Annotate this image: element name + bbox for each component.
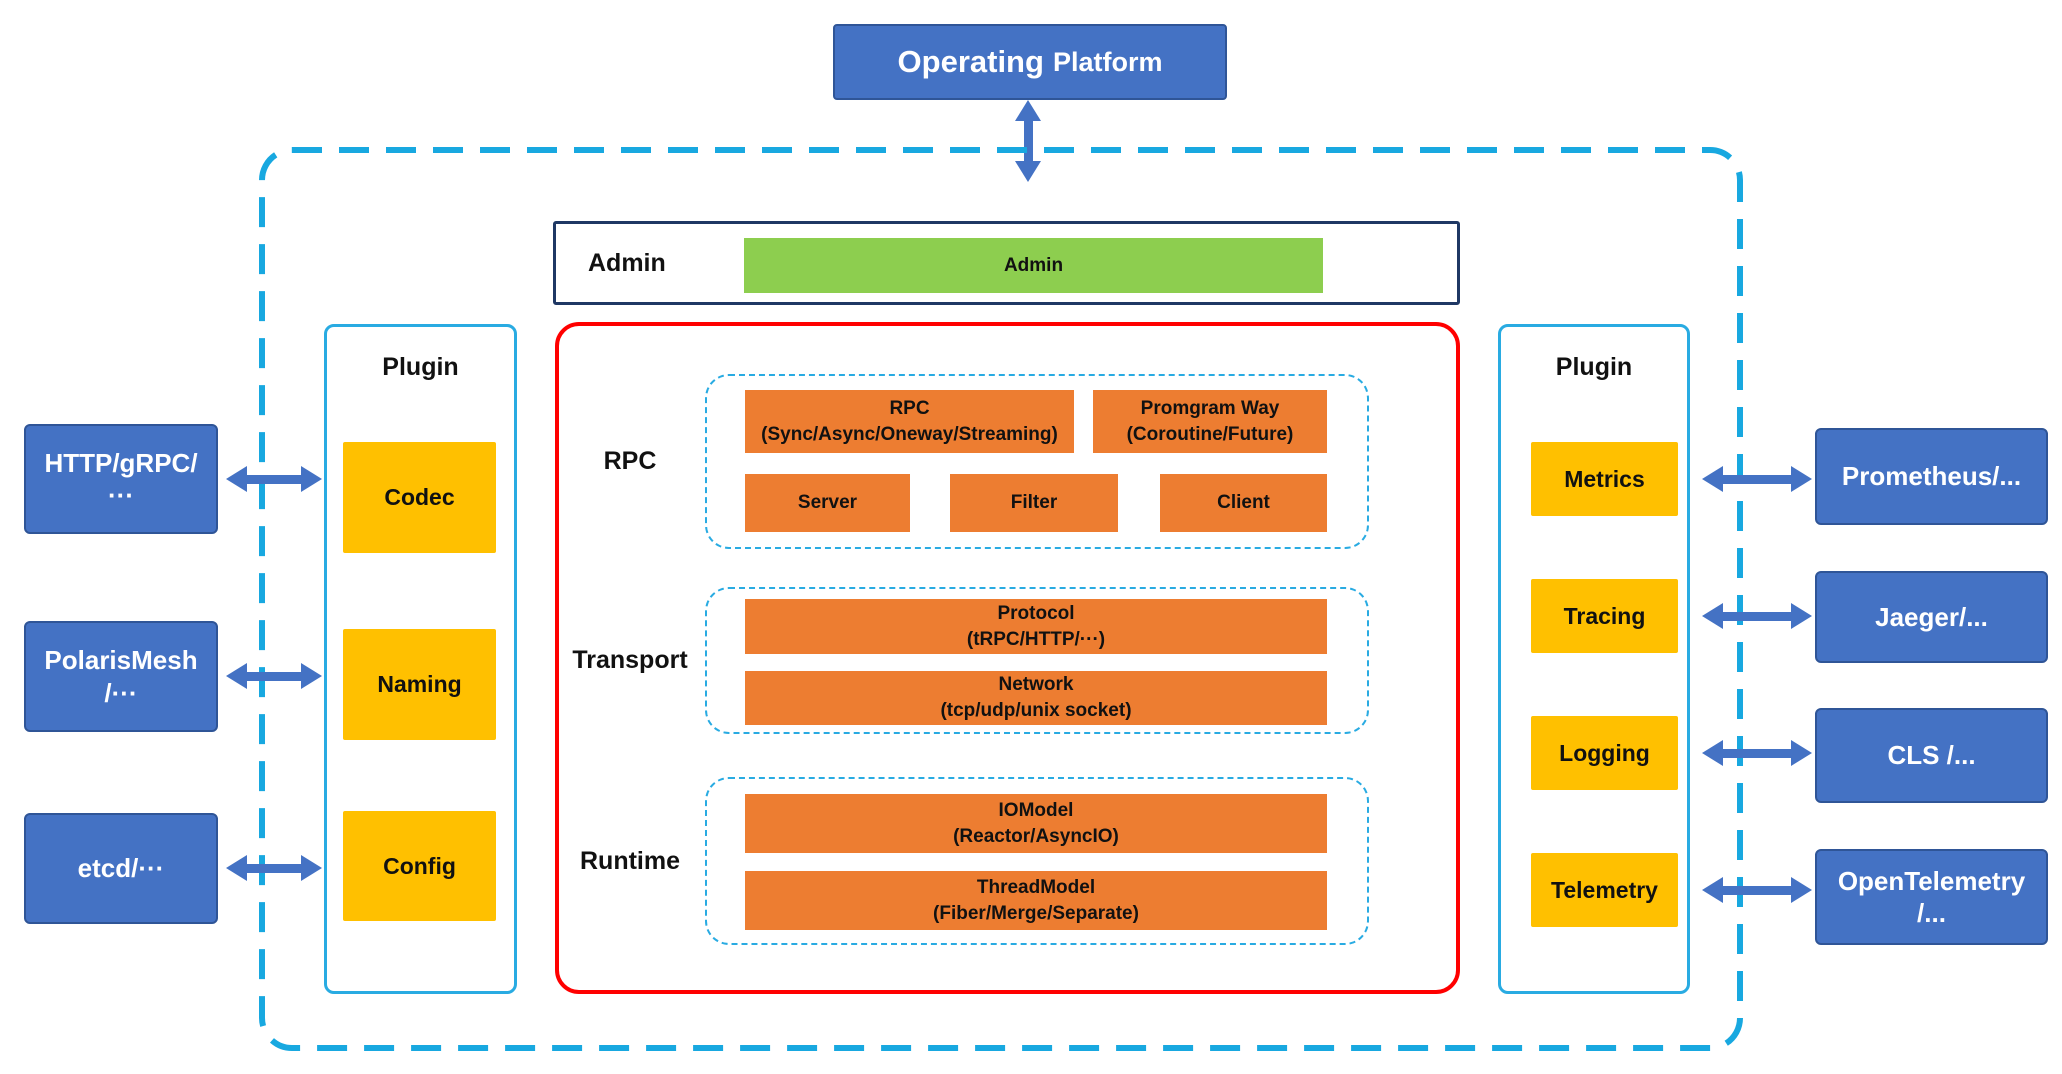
external-jaeger-line1: Jaeger/... [1875,601,1988,632]
arrow-right-icon [301,855,322,881]
operating-platform-box: Operating Platform [833,24,1227,100]
plugin-item-telemetry: Telemetry [1531,853,1678,927]
plugin-item-tracing: Tracing [1531,579,1678,653]
iomodel-title: IOModel [998,799,1074,821]
arrow-right-icon [301,663,322,689]
arrow-right-icon [1791,877,1812,903]
external-polarismesh-box: PolarisMesh /··· [24,621,218,732]
arrow-http-codec [226,464,322,494]
external-http-grpc-line2: ··· [108,480,134,510]
plugin-item-codec: Codec [343,442,496,553]
plugin-item-naming: Naming [343,629,496,740]
plugin-item-config: Config [343,811,496,921]
external-polarismesh-line2: /··· [104,677,138,708]
rpc-modes-subtitle: (Sync/Async/Oneway/Streaming) [761,423,1058,445]
arrow-left-icon [226,663,247,689]
protocol-subtitle: (tRPC/HTTP/···) [966,628,1106,650]
external-cls-line1: CLS /... [1887,740,1976,771]
admin-green-bar: Admin [744,238,1323,293]
arrow-up-icon [1015,100,1041,121]
operating-platform-arrow [1013,100,1043,182]
rpc-modes-title: RPC [889,397,930,419]
arrow-etcd-config [226,853,322,883]
external-etcd-line1: etcd/··· [77,853,165,884]
admin-section: Admin Admin [553,221,1460,305]
program-way-box: Promgram Way (Coroutine/Future) [1093,390,1327,453]
iomodel-box: IOModel (Reactor/AsyncIO) [745,794,1327,853]
rpc-section-label: RPC [603,447,657,475]
external-cls-box: CLS /... [1815,708,2048,803]
protocol-title: Protocol [997,602,1075,624]
filter-box: Filter [950,474,1118,532]
external-opentelemetry-line1: OpenTelemetry [1837,865,2026,896]
arrow-left-icon [1702,603,1723,629]
threadmodel-title: ThreadModel [976,876,1096,898]
arrow-polarismesh-naming [226,661,322,691]
server-box: Server [745,474,910,532]
right-plugin-title: Plugin [1555,353,1633,381]
external-etcd-box: etcd/··· [24,813,218,924]
external-http-grpc-line1: HTTP/gRPC/ [44,447,198,478]
runtime-group-outline [705,777,1369,945]
arrow-left-icon [1702,466,1723,492]
plugin-item-metrics: Metrics [1531,442,1678,516]
threadmodel-box: ThreadModel (Fiber/Merge/Separate) [745,871,1327,930]
arrow-left-icon [226,855,247,881]
program-way-title: Promgram Way [1140,397,1280,419]
external-http-grpc-box: HTTP/gRPC/ ··· [24,424,218,534]
protocol-box: Protocol (tRPC/HTTP/···) [745,599,1327,654]
admin-section-label: Admin [588,248,666,277]
external-prometheus-box: Prometheus/... [1815,428,2048,525]
operating-platform-word2: Platform [1052,46,1163,77]
operating-platform-word1: Operating [897,44,1044,79]
arrow-right-icon [1791,603,1812,629]
left-plugin-title: Plugin [382,353,459,381]
client-box: Client [1160,474,1327,532]
arrow-right-icon [1791,740,1812,766]
iomodel-subtitle: (Reactor/AsyncIO) [953,825,1119,847]
framework-dashed-boundary [259,147,1743,1051]
external-jaeger-box: Jaeger/... [1815,571,2048,663]
transport-group-outline [705,587,1369,734]
network-subtitle: (tcp/udp/unix socket) [940,700,1132,721]
plugin-item-logging: Logging [1531,716,1678,790]
arrow-left-icon [226,466,247,492]
arrow-left-icon [1702,877,1723,903]
arrow-metrics-prometheus [1702,464,1812,494]
arrow-logging-cls [1702,738,1812,768]
external-polarismesh-line1: PolarisMesh [44,645,198,675]
arrow-left-icon [1702,740,1723,766]
rpc-group-outline [705,374,1369,549]
threadmodel-subtitle: (Fiber/Merge/Separate) [933,902,1139,924]
runtime-section-label: Runtime [580,846,680,875]
network-box: Network (tcp/udp/unix socket) [745,671,1327,725]
arrow-right-icon [1791,466,1812,492]
program-way-subtitle: (Coroutine/Future) [1126,423,1294,445]
arrow-down-icon [1015,161,1041,182]
arrow-telemetry-opentelemetry [1702,875,1812,905]
transport-section-label: Transport [572,646,688,674]
external-opentelemetry-line2: /... [1917,898,1946,928]
rpc-modes-box: RPC (Sync/Async/Oneway/Streaming) [745,390,1074,453]
external-opentelemetry-box: OpenTelemetry /... [1815,849,2048,945]
network-title: Network [998,674,1074,696]
external-prometheus-line1: Prometheus/... [1841,461,2022,492]
arrow-right-icon [301,466,322,492]
arrow-tracing-jaeger [1702,601,1812,631]
